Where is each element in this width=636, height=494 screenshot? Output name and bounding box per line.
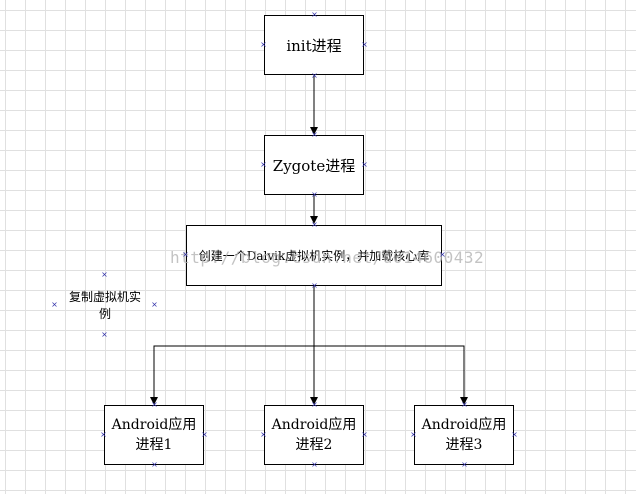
node-init-label: init进程 [286,36,342,55]
arrow-to-app1 [150,345,314,405]
annotation-line1: 复制虚拟机实 [68,290,141,304]
handle-marker: × [311,220,318,229]
handle-marker: × [100,430,107,439]
node-app3-label-line2: 进程3 [445,437,483,453]
handle-marker: × [151,460,158,469]
node-zygote-label: Zygote进程 [272,156,356,175]
handle-marker: × [201,430,208,439]
node-app2-label-line1: Android应用 [271,417,357,433]
node-app3: Android应用 进程3 [414,405,514,465]
handle-marker: × [361,160,368,169]
node-app3-label-line1: Android应用 [421,417,507,433]
handle-marker: × [151,400,158,409]
handle-marker: × [311,460,318,469]
node-app1-label-line2: 进程1 [135,437,173,453]
annotation-copy-vm: 复制虚拟机实 例 [58,289,152,323]
handle-marker: × [311,400,318,409]
annotation-line2: 例 [98,307,111,321]
node-dalvik: 创建一个Dalvik虚拟机实例，并加载核心库 [186,225,442,286]
handle-marker: × [101,270,108,279]
node-app2-label-line2: 进程2 [295,437,333,453]
handle-marker: × [311,130,318,139]
handle-marker: × [461,400,468,409]
node-init: init进程 [264,15,364,75]
handle-marker: × [311,71,318,80]
node-zygote: Zygote进程 [264,135,364,195]
node-dalvik-label: 创建一个Dalvik虚拟机实例，并加载核心库 [198,248,430,263]
handle-marker: × [260,430,267,439]
handle-marker: × [311,281,318,290]
handle-marker: × [260,40,267,49]
handle-marker: × [361,40,368,49]
handle-marker: × [151,300,158,309]
node-app1-label-line1: Android应用 [111,417,197,433]
handle-marker: × [311,10,318,19]
handle-marker: × [461,460,468,469]
handle-marker: × [182,250,189,259]
handle-marker: × [51,300,58,309]
handle-marker: × [361,430,368,439]
handle-marker: × [439,250,446,259]
handle-marker: × [410,430,417,439]
node-app1: Android应用 进程1 [104,405,204,465]
handle-marker: × [260,160,267,169]
handle-marker: × [511,430,518,439]
watermark-text: http://blog.csdn.net/u014600432 [170,248,485,267]
handle-marker: × [101,330,108,339]
handle-marker: × [311,190,318,199]
arrow-to-app3 [314,345,468,405]
node-app2: Android应用 进程2 [264,405,364,465]
